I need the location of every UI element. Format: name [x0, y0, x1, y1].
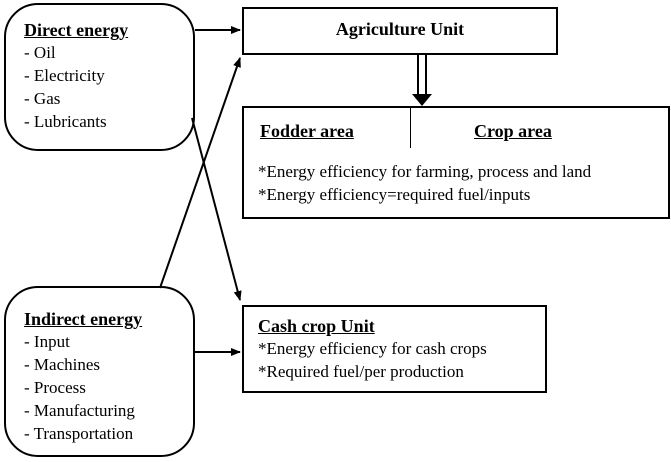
direct-energy-box: Direct energy - Oil - Electricity - Gas … [4, 3, 195, 151]
indirect-energy-item: - Input [24, 332, 70, 351]
arrow-indirect-to-agriculture [159, 57, 241, 289]
cash-crop-line: *Required fuel/per production [258, 362, 464, 381]
direct-energy-item: - Gas [24, 89, 61, 108]
agriculture-unit-title: Agriculture Unit [335, 19, 465, 39]
areas-box: Fodder area Crop area *Energy efficiency… [242, 106, 670, 219]
direct-energy-item: - Electricity [24, 66, 105, 85]
areas-line: *Energy efficiency=required fuel/inputs [258, 185, 531, 204]
direct-energy-item: - Oil [24, 43, 56, 62]
indirect-energy-item: - Machines [24, 355, 101, 374]
indirect-energy-item: - Process [24, 378, 86, 397]
indirect-energy-item: - Manufacturing [24, 401, 135, 420]
arrow-agriculture-to-areas [412, 55, 432, 106]
cash-crop-line: *Energy efficiency for cash crops [258, 339, 487, 358]
areas-line: *Energy efficiency for farming, process … [258, 162, 592, 181]
area-divider [410, 108, 411, 148]
cash-crop-unit-title: Cash crop Unit [258, 316, 375, 336]
direct-energy-title: Direct energy [24, 20, 129, 40]
indirect-energy-title: Indirect energy [24, 309, 143, 329]
indirect-energy-item: - Transportation [24, 424, 134, 443]
cash-crop-unit-box: Cash crop Unit *Energy efficiency for ca… [242, 305, 547, 393]
arrow-direct-to-cashcrop [191, 117, 242, 301]
fodder-area-label: Fodder area [260, 121, 354, 141]
agriculture-unit-box: Agriculture Unit [242, 7, 558, 55]
direct-energy-item: - Lubricants [24, 112, 107, 131]
indirect-energy-box: Indirect energy - Input - Machines - Pro… [4, 286, 195, 457]
crop-area-label: Crop area [474, 121, 552, 141]
